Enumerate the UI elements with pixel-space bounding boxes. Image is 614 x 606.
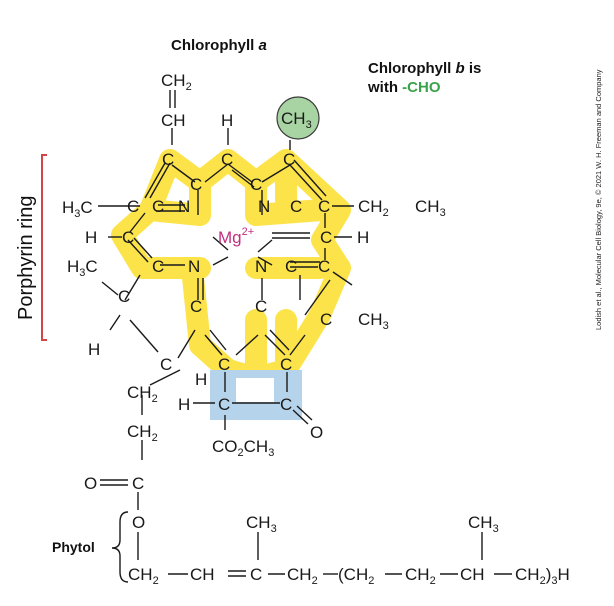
svg-text:CH3: CH3: [468, 513, 499, 535]
svg-text:H3C: H3C: [62, 198, 93, 220]
svg-text:C: C: [221, 150, 233, 169]
chlorophyll-b-note: Chlorophyll b is: [368, 60, 481, 77]
svg-text:C: C: [118, 287, 130, 306]
bond-lines: [98, 90, 512, 583]
svg-text:H: H: [178, 395, 190, 414]
svg-text:N: N: [255, 257, 267, 276]
magnesium-ion: Mg2+: [218, 226, 254, 247]
svg-text:CH3: CH3: [415, 197, 446, 219]
svg-text:C: C: [162, 150, 174, 169]
svg-text:C: C: [318, 197, 330, 216]
svg-text:C: C: [122, 228, 134, 247]
svg-text:C: C: [255, 297, 267, 316]
svg-text:C: C: [280, 355, 292, 374]
cho-highlight-circle: [276, 96, 320, 140]
porphyrin-highlight: [111, 149, 351, 389]
svg-text:C: C: [250, 565, 262, 584]
svg-text:CH3: CH3: [358, 310, 389, 332]
svg-text:CO2CH3: CO2CH3: [212, 437, 274, 459]
svg-text:CH3: CH3: [281, 109, 312, 131]
svg-text:C: C: [132, 474, 144, 493]
porphyrin-bracket: [41, 154, 47, 341]
svg-text:C: C: [283, 150, 295, 169]
diagram-title: Chlorophyll a: [171, 37, 267, 54]
svg-text:C: C: [320, 310, 332, 329]
svg-text:H: H: [88, 340, 100, 359]
svg-text:C: C: [190, 297, 202, 316]
svg-text:CH: CH: [460, 565, 485, 584]
svg-text:H: H: [85, 228, 97, 247]
svg-text:C: C: [160, 355, 172, 374]
svg-text:CH2: CH2: [127, 422, 158, 444]
svg-text:H3C: H3C: [67, 257, 98, 279]
svg-text:C: C: [285, 257, 297, 276]
svg-text:CH: CH: [190, 565, 215, 584]
copyright-credit: Lodish et al., Molecular Cell Biology, 9…: [594, 69, 603, 330]
svg-text:C: C: [152, 257, 164, 276]
svg-text:H: H: [221, 111, 233, 130]
svg-text:C: C: [250, 175, 262, 194]
svg-text:O: O: [132, 513, 145, 532]
svg-text:CH2: CH2: [358, 197, 389, 219]
svg-text:C: C: [218, 355, 230, 374]
svg-text:N: N: [178, 197, 190, 216]
svg-text:C: C: [320, 228, 332, 247]
svg-text:C: C: [190, 175, 202, 194]
svg-text:(CH2: (CH2: [338, 565, 374, 587]
svg-text:CH2: CH2: [161, 71, 192, 93]
phytol-label: Phytol: [52, 539, 95, 555]
svg-text:CH2: CH2: [128, 565, 159, 587]
atom-labels: CH2 CH H CH3 C C C C C H3C C C N N C C C…: [62, 71, 570, 587]
svg-text:O: O: [310, 423, 323, 442]
svg-text:C: C: [218, 395, 230, 414]
svg-text:C: C: [152, 197, 164, 216]
svg-text:CH2)3H: CH2)3H: [515, 565, 570, 587]
svg-text:CH3: CH3: [246, 513, 277, 535]
svg-text:CH2: CH2: [287, 565, 318, 587]
svg-text:H: H: [195, 370, 207, 389]
svg-text:C: C: [127, 197, 139, 216]
svg-text:CH: CH: [161, 111, 186, 130]
svg-text:O: O: [84, 474, 97, 493]
porphyrin-ring-label: Porphyrin ring: [15, 195, 37, 320]
svg-text:C: C: [318, 257, 330, 276]
svg-text:C: C: [290, 197, 302, 216]
svg-text:H: H: [357, 228, 369, 247]
svg-text:CH2: CH2: [405, 565, 436, 587]
svg-text:N: N: [258, 197, 270, 216]
svg-text:CH2: CH2: [127, 383, 158, 405]
chlorophyll-b-note-line2: with -CHO: [367, 79, 441, 96]
svg-text:N: N: [188, 257, 200, 276]
svg-text:C: C: [280, 395, 292, 414]
